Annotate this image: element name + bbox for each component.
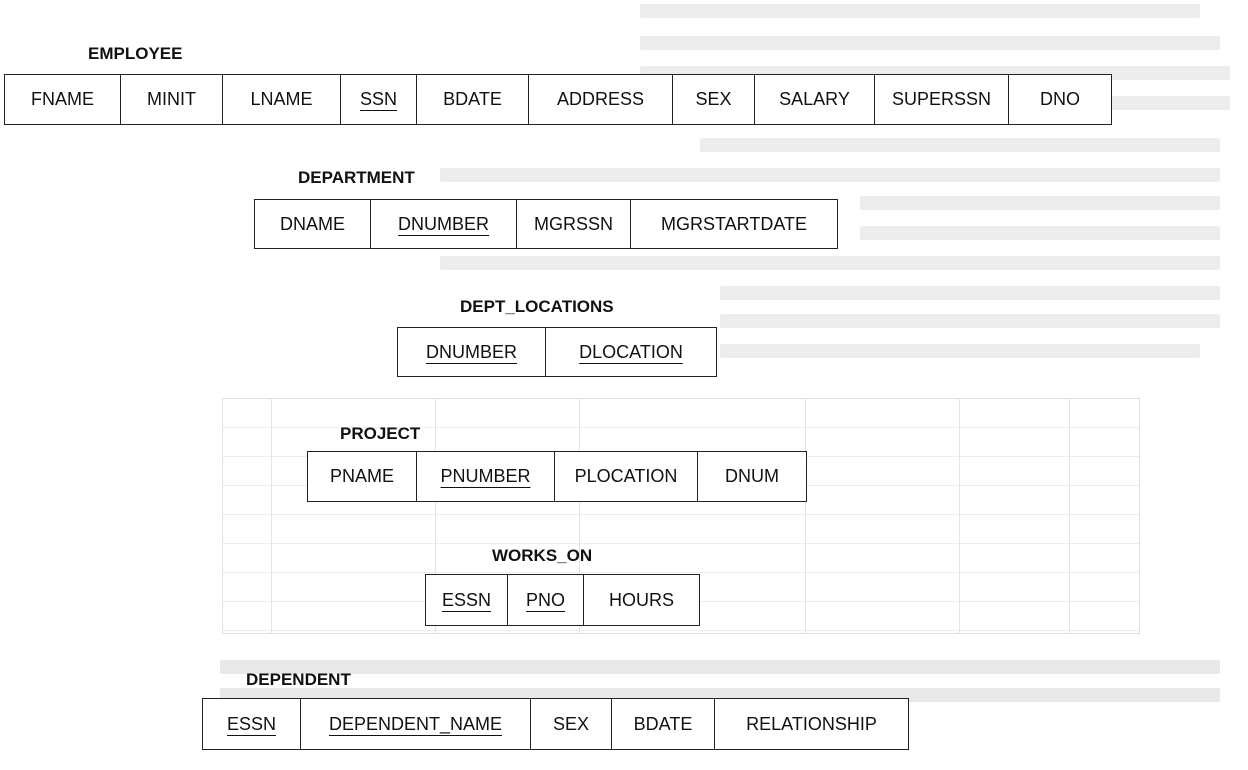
attribute-cell: DNO [1009,75,1111,124]
attribute-cell: DNAME [255,200,371,248]
attribute-label: BDATE [443,89,502,109]
faded-text-line [860,226,1220,240]
faded-text-line [860,196,1220,210]
attribute-cell: SUPERSSN [875,75,1009,124]
attribute-cell-primary-key: ESSN [426,575,508,625]
relation-schema-row: FNAME MINIT LNAME SSN BDATE ADDRESS SEX … [4,74,1112,125]
relation-name: DEPENDENT [246,670,351,689]
attribute-cell: FNAME [5,75,121,124]
attribute-label: BDATE [633,713,693,734]
attribute-label: HOURS [608,589,674,610]
attribute-cell-primary-key: ESSN [203,699,301,749]
attribute-cell: PLOCATION [555,452,698,501]
relation-name: WORKS_ON [492,546,593,565]
relation-name: DEPARTMENT [298,168,415,187]
attribute-label: DNUM [725,466,779,486]
attribute-cell-primary-key: PNO [508,575,584,625]
attribute-label: MINIT [147,89,196,109]
attribute-label: LNAME [250,89,313,109]
relation-name: DEPT_LOCATIONS [460,297,614,316]
relation-schema-row: ESSN DEPENDENT_NAME SEX BDATE RELATIONSH… [202,698,909,750]
faded-text-line [440,256,1220,270]
attribute-label: PNAME [329,466,394,486]
faded-text-line [220,660,1220,674]
faded-text-line [440,168,1220,182]
faded-text-line [720,314,1220,328]
attribute-label: DNUMBER [425,341,517,362]
attribute-cell-primary-key: DEPENDENT_NAME [301,699,531,749]
attribute-cell: PNAME [308,452,417,501]
attribute-cell-primary-key: SSN [341,75,417,124]
attribute-cell: SEX [531,699,612,749]
attribute-cell: BDATE [612,699,715,749]
attribute-label: FNAME [31,89,94,109]
relation-name: PROJECT [340,424,421,443]
faded-text-line [640,4,1200,18]
faded-text-line [700,138,1220,152]
attribute-cell: ADDRESS [529,75,673,124]
attribute-cell: SEX [673,75,755,124]
attribute-cell: BDATE [417,75,529,124]
attribute-label: ADDRESS [556,89,645,109]
attribute-cell-primary-key: DNUMBER [371,200,517,248]
attribute-label: PLOCATION [574,466,678,486]
attribute-label: DEPENDENT_NAME [328,713,503,734]
relation-schema-row: ESSN PNO HOURS [425,574,700,626]
faded-text-line [640,36,1220,50]
attribute-label: SEX [695,89,732,109]
relation-name: EMPLOYEE [88,44,183,63]
attribute-cell: HOURS [584,575,699,625]
attribute-label: SUPERSSN [891,89,992,109]
attribute-cell-primary-key: PNUMBER [417,452,555,501]
attribute-label: ESSN [441,589,492,610]
attribute-label: DLOCATION [579,341,683,362]
attribute-label: SALARY [779,89,850,109]
attribute-cell: DNUM [698,452,806,501]
attribute-label: DNAME [279,213,345,234]
attribute-cell-primary-key: DLOCATION [546,328,716,376]
attribute-cell: SALARY [755,75,875,124]
attribute-label: DNUMBER [397,213,489,234]
attribute-label: PNUMBER [440,466,531,486]
relation-schema-row: PNAME PNUMBER PLOCATION DNUM [307,451,807,502]
attribute-cell: MGRSSN [517,200,631,248]
relation-schema-row: DNAME DNUMBER MGRSSN MGRSTARTDATE [254,199,838,249]
attribute-label: SSN [359,89,397,109]
faded-text-line [720,344,1200,358]
faded-text-line [720,286,1220,300]
attribute-label: RELATIONSHIP [746,713,877,734]
attribute-label: MGRSTARTDATE [660,213,807,234]
attribute-cell: MINIT [121,75,223,124]
attribute-label: PNO [525,589,565,610]
relation-schema-row: DNUMBER DLOCATION [397,327,717,377]
attribute-cell: MGRSTARTDATE [631,200,837,248]
attribute-label: MGRSSN [533,213,613,234]
attribute-label: SEX [552,713,590,734]
attribute-label: ESSN [226,713,277,734]
attribute-cell: RELATIONSHIP [715,699,908,749]
attribute-label: DNO [1040,89,1080,109]
attribute-cell: LNAME [223,75,341,124]
attribute-cell-primary-key: DNUMBER [398,328,546,376]
